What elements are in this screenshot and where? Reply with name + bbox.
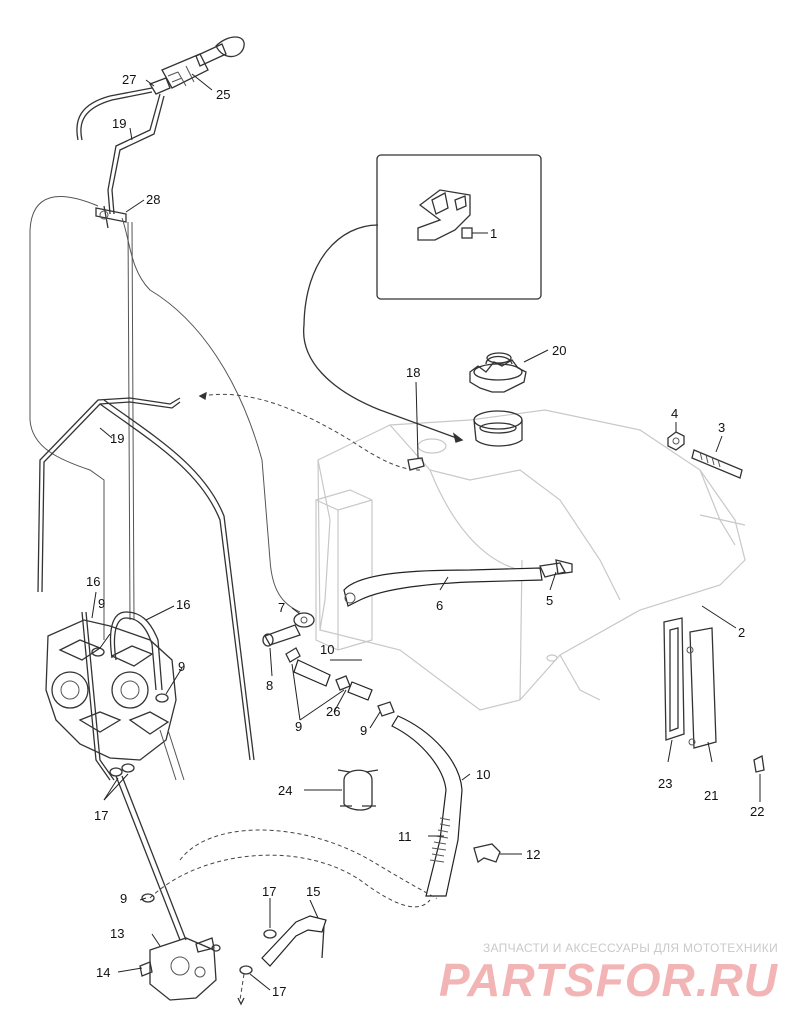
callout-9-c: 9 (295, 719, 302, 734)
callout-14: 14 (96, 965, 110, 980)
watermark-logo: PARTSFOR.RU (439, 954, 779, 1006)
callout-21: 21 (704, 788, 718, 803)
callout-16-b: 16 (176, 597, 190, 612)
callout-16-a: 16 (86, 574, 100, 589)
callout-9-e: 9 (120, 891, 127, 906)
callout-19-b: 19 (110, 431, 124, 446)
callout-10-a: 10 (320, 642, 334, 657)
callout-15: 15 (306, 884, 320, 899)
leader-lines (91, 73, 761, 991)
hose-15 (237, 915, 327, 1006)
callout-6: 6 (436, 598, 443, 613)
callout-5: 5 (546, 593, 553, 608)
callout-25: 25 (216, 87, 230, 102)
pump-lines (115, 775, 437, 941)
callout-9-d: 9 (360, 723, 367, 738)
fuel-line-6 (343, 559, 573, 607)
callout-17-b: 17 (262, 884, 276, 899)
callout-1: 1 (490, 226, 497, 241)
callout-18: 18 (406, 365, 420, 380)
callout-12: 12 (526, 847, 540, 862)
callout-3: 3 (718, 420, 725, 435)
callout-4: 4 (671, 406, 678, 421)
tank-fittings (262, 612, 463, 897)
callout-17-a: 17 (94, 808, 108, 823)
callout-26: 26 (326, 704, 340, 719)
bolt-and-nut (667, 431, 743, 479)
callout-23: 23 (658, 776, 672, 791)
callout-9-b: 9 (178, 659, 185, 674)
callout-20: 20 (552, 343, 566, 358)
carburetor (45, 611, 185, 781)
callout-11: 11 (398, 829, 412, 844)
fuel-tank (315, 409, 746, 711)
fuel-cap (469, 352, 527, 393)
lines-19 (29, 196, 421, 761)
callout-10-b: 10 (476, 767, 490, 782)
fuel-pump (139, 893, 221, 1001)
primer-pump (76, 36, 245, 215)
callout-17-c: 17 (272, 984, 286, 999)
callout-19-a: 19 (112, 116, 126, 131)
callout-22: 22 (750, 804, 764, 819)
callout-9-a: 9 (98, 596, 105, 611)
bracket-inset (303, 154, 542, 443)
callout-13: 13 (110, 926, 124, 941)
callout-2: 2 (738, 625, 745, 640)
callout-24: 24 (278, 783, 292, 798)
callout-28: 28 (146, 192, 160, 207)
watermark-tagline: ЗАПЧАСТИ И АКСЕССУАРЫ ДЛЯ МОТОТЕХНИКИ (483, 941, 778, 955)
small-parts (337, 617, 765, 864)
watermark: ЗАПЧАСТИ И АКСЕССУАРЫ ДЛЯ МОТОТЕХНИКИ PA… (439, 941, 779, 1006)
callout-numbers: 1 2 3 4 5 6 7 8 9 9 9 9 9 10 10 11 12 13… (86, 72, 764, 999)
tee-fitting (95, 205, 127, 229)
callout-8: 8 (266, 678, 273, 693)
callout-27: 27 (122, 72, 136, 87)
callout-7: 7 (278, 600, 285, 615)
